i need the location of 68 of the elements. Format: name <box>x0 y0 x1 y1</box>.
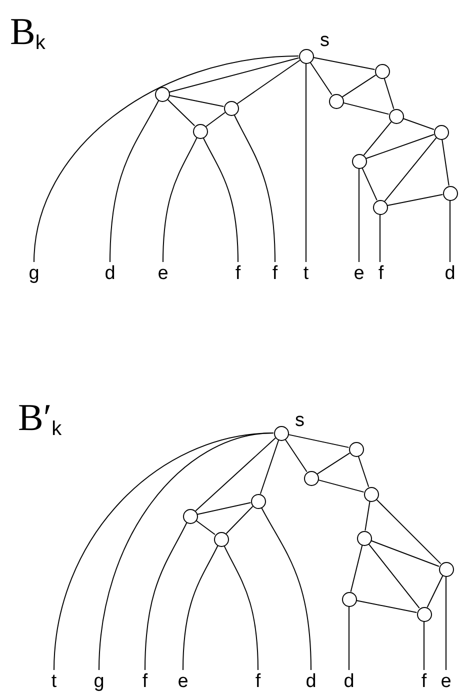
graph-edge <box>34 56 299 262</box>
graph-edge <box>342 74 376 98</box>
graph-edge <box>206 112 226 128</box>
graph-edge <box>370 540 440 567</box>
graph-edge <box>426 575 444 608</box>
terminal-label: t <box>296 262 316 286</box>
terminal-label: f <box>135 670 155 694</box>
graph-edge <box>350 544 363 592</box>
graph-edge <box>348 606 350 670</box>
graph-edge <box>226 506 254 534</box>
graph-name: B$_{k}$ <box>10 10 46 54</box>
graph-edge <box>358 456 370 488</box>
graph-edge <box>358 168 360 262</box>
graph-edge <box>386 194 444 206</box>
graph-edge <box>110 100 160 262</box>
terminal-label: g <box>24 262 44 286</box>
graph-edge <box>310 62 332 96</box>
graph-edge <box>288 434 350 448</box>
graph-edge <box>312 56 376 70</box>
graph-edge <box>362 167 378 201</box>
graph-edge <box>356 600 418 614</box>
terminal-label: f <box>228 262 248 286</box>
graph-edge <box>342 102 390 115</box>
terminal-label: e <box>173 670 193 694</box>
graph-name: B′$_{k}$ <box>18 396 62 440</box>
graph-edge <box>316 452 350 474</box>
graph-edge <box>402 118 434 130</box>
graph-edge <box>168 57 300 93</box>
graph-edge <box>318 479 364 493</box>
graph-edge <box>144 522 188 670</box>
graph-edge <box>202 137 238 262</box>
graph-edge <box>364 500 370 532</box>
graph-edge <box>162 137 198 262</box>
graph-edge <box>98 432 274 670</box>
vertex-label: s <box>295 410 304 432</box>
graph-edge <box>363 121 392 156</box>
terminal-label: d <box>100 262 120 286</box>
graph-edge <box>196 502 252 515</box>
graph-edge <box>384 78 394 110</box>
terminal-label: d <box>301 670 321 694</box>
graph-edge <box>236 60 300 104</box>
graph-edge <box>234 114 276 262</box>
graph-edge <box>196 520 216 536</box>
terminal-label: e <box>349 262 369 286</box>
graph-edge <box>368 543 420 609</box>
graph-edge <box>182 545 218 670</box>
terminal-label: f <box>414 670 434 694</box>
terminal-label: t <box>44 670 64 694</box>
terminal-label: f <box>265 262 285 286</box>
graph-edge <box>384 137 437 202</box>
graph-edge <box>284 438 308 472</box>
graph-edge <box>376 498 442 564</box>
terminal-label: f <box>248 670 268 694</box>
graph-edge <box>442 138 450 186</box>
terminal-label: e <box>153 262 173 286</box>
graph-edge <box>195 438 276 512</box>
graph-edge <box>224 545 258 670</box>
graph-edge <box>260 507 312 670</box>
vertex-label: s <box>320 30 330 52</box>
terminal-label: f <box>371 262 391 286</box>
graph-edge <box>260 440 280 494</box>
graph-edge <box>166 98 196 126</box>
terminal-label: d <box>440 262 460 286</box>
terminal-label: d <box>339 670 359 694</box>
graph-edge <box>168 95 224 107</box>
graph-edge <box>366 134 434 159</box>
terminal-label: g <box>89 670 109 694</box>
terminal-label: e <box>436 670 456 694</box>
